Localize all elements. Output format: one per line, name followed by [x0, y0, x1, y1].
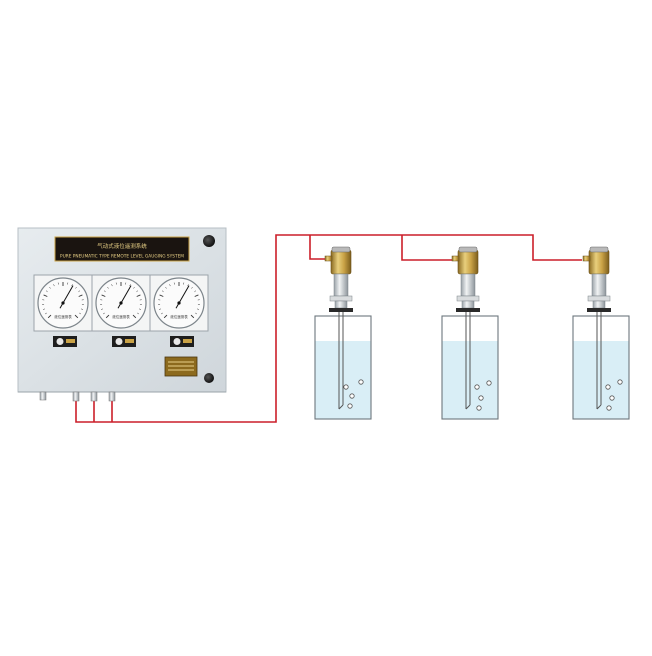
title-cn: 气动式液位遥测系统: [97, 242, 147, 250]
air-bubble: [348, 404, 352, 408]
bolt-icon: [204, 373, 214, 383]
air-bubble: [606, 385, 610, 389]
pressure-gauge: 液位遥测表: [34, 275, 92, 331]
air-bubble: [610, 396, 614, 400]
air-bubble: [479, 396, 483, 400]
tank-1: [315, 247, 371, 419]
air-bubble: [350, 394, 354, 398]
air-bubble: [607, 406, 611, 410]
pneumatic-sensor: [325, 247, 353, 312]
valve-knob[interactable]: [53, 336, 77, 347]
control-panel: 气动式液位遥测系统 PURE PNEUMATIC TYPE REMOTE LEV…: [18, 228, 226, 401]
flange: [587, 308, 611, 312]
gauge-group: 液位遥测表 液位遥测表 液位遥测表: [34, 275, 208, 331]
valve-knob[interactable]: [170, 336, 194, 347]
air-bubble: [618, 380, 622, 384]
nameplate: [165, 357, 197, 376]
pressure-gauge: 液位遥测表: [150, 275, 208, 331]
pressure-gauge: 液位遥测表: [92, 275, 150, 331]
air-bubble: [487, 381, 491, 385]
tank-group: [315, 247, 629, 419]
flange: [456, 308, 480, 312]
air-bubble: [344, 385, 348, 389]
pipe-connectors: [40, 392, 115, 401]
gauge-label: 液位遥测表: [54, 314, 72, 319]
pipe-branch-1: [310, 235, 334, 259]
gauge-label: 液位遥测表: [170, 314, 188, 319]
tank-3: [573, 247, 629, 419]
flange: [329, 308, 353, 312]
pneumatic-sensor: [452, 247, 480, 312]
tank-2: [442, 247, 498, 419]
gauge-label: 液位遥测表: [112, 314, 130, 319]
valve-knob[interactable]: [112, 336, 136, 347]
air-bubble: [475, 385, 479, 389]
title-en: PURE PNEUMATIC TYPE REMOTE LEVEL GAUGING…: [60, 254, 184, 260]
pneumatic-sensor: [583, 247, 611, 312]
air-bubble: [359, 380, 363, 384]
air-bubble: [477, 406, 481, 410]
bolt-icon: [203, 235, 215, 247]
